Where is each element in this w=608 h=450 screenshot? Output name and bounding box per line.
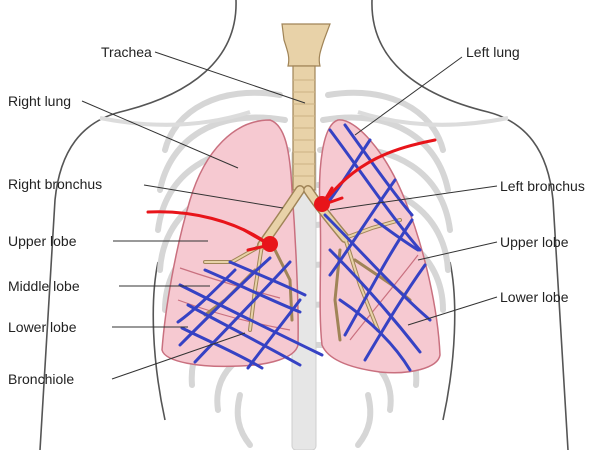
label-left-lung: Left lung [466, 44, 520, 60]
label-bronchiole: Bronchiole [8, 371, 75, 387]
blue-hatching [176, 123, 432, 372]
red-spot-left [314, 196, 330, 212]
red-spot-right [262, 236, 278, 252]
label-lower-lobe-right: Lower lobe [8, 319, 77, 335]
label-upper-lobe-right: Upper lobe [8, 233, 77, 249]
label-left-bronchus: Left bronchus [500, 178, 585, 194]
label-right-bronchus: Right bronchus [8, 176, 103, 192]
label-trachea: Trachea [101, 44, 152, 60]
body-outline [39, 0, 569, 450]
label-upper-lobe-left: Upper lobe [500, 234, 569, 250]
larynx [281, 23, 331, 67]
label-middle-lobe: Middle lobe [8, 278, 80, 294]
label-right-lung: Right lung [8, 93, 72, 109]
label-lower-lobe-left: Lower lobe [500, 289, 569, 305]
right-lung [161, 119, 299, 368]
leader-lines [81, 51, 498, 380]
